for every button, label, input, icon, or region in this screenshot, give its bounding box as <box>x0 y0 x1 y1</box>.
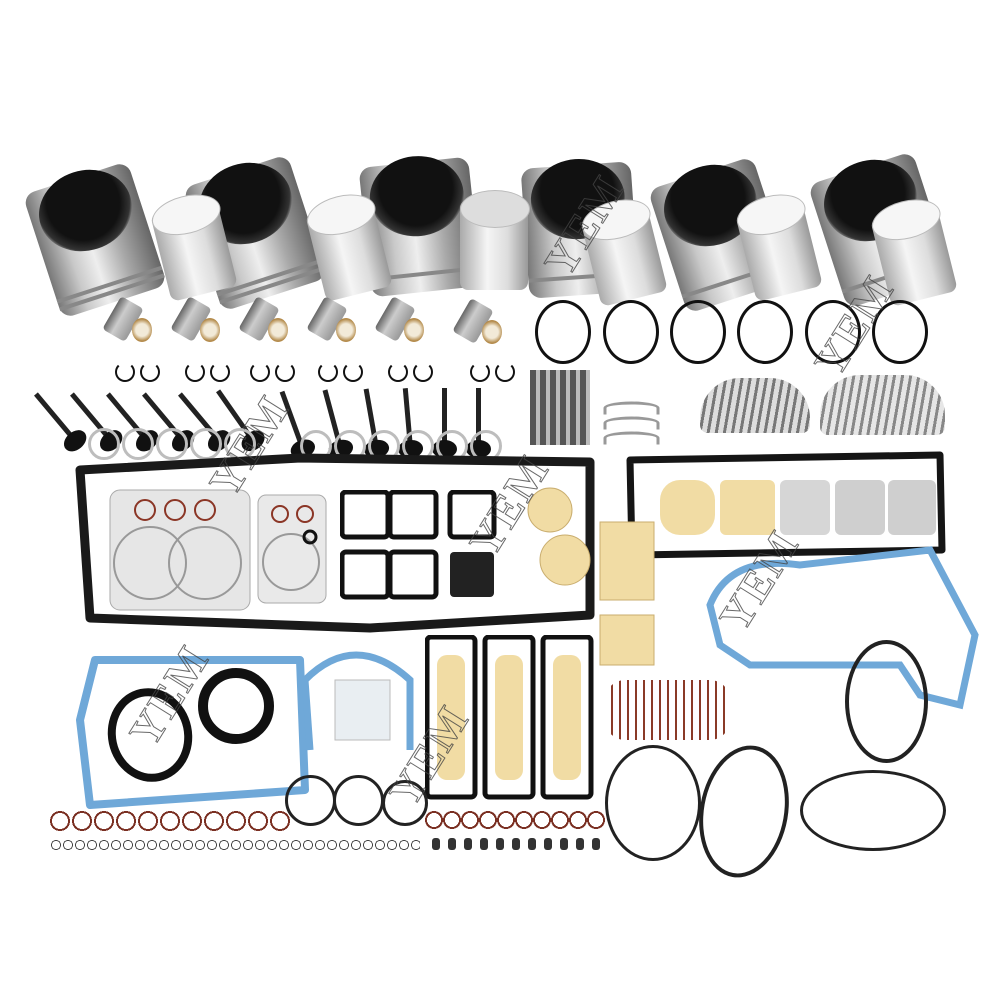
conrod-bushing <box>200 318 220 342</box>
o-rings-row <box>50 808 290 834</box>
seal <box>382 780 428 826</box>
circlip <box>185 362 205 382</box>
o-ring-bundle <box>689 738 799 885</box>
valve-seat <box>88 428 120 460</box>
circlip <box>275 362 295 382</box>
conrod-bushing <box>482 320 502 344</box>
seal <box>285 775 336 826</box>
circlip <box>343 362 363 382</box>
exhaust-manifold-gaskets <box>599 521 655 666</box>
paper-gaskets <box>527 487 591 586</box>
circlip <box>250 362 270 382</box>
circlip <box>210 362 230 382</box>
circlip <box>495 362 515 382</box>
valve-seat <box>156 428 188 460</box>
conrod-bushing <box>268 318 288 342</box>
piston-ring-set <box>805 300 861 364</box>
valve-seat <box>190 428 222 460</box>
circlip <box>140 362 160 382</box>
small-o-rings-row <box>50 838 420 852</box>
timing-cover-gasket-left <box>76 656 309 809</box>
cylinder-liner <box>22 157 168 319</box>
o-ring-bundle <box>605 745 701 861</box>
conrod-bushing <box>404 318 424 342</box>
piston-ring-set <box>737 300 793 364</box>
circlip <box>318 362 338 382</box>
oil-cooler-gaskets <box>425 635 594 800</box>
piston-ring-set <box>872 300 928 364</box>
o-ring-bundle <box>800 770 946 851</box>
circlip <box>470 362 490 382</box>
piston <box>460 190 530 290</box>
valve-seat <box>122 428 154 460</box>
conrod-bearings-set <box>700 378 810 433</box>
main-bearings-set <box>820 375 945 435</box>
o-ring-bundle <box>845 640 928 763</box>
front-cover-gasket <box>301 651 414 751</box>
oil-pan-gasket <box>75 453 595 633</box>
seal <box>333 775 384 826</box>
o-rings-row <box>425 808 605 832</box>
circlip <box>413 362 433 382</box>
manifold-gaskets <box>340 490 497 600</box>
valve <box>34 392 77 442</box>
valve-guides <box>530 370 590 445</box>
circlip <box>115 362 135 382</box>
conrod-bushing <box>336 318 356 342</box>
circlip <box>388 362 408 382</box>
crankshaft-seal-small <box>198 668 274 744</box>
piston-ring-set <box>535 300 591 364</box>
piston-ring-set <box>603 300 659 364</box>
conrod-bushing <box>132 318 152 342</box>
rocker-cover-seals <box>605 680 730 740</box>
piston-ring-set <box>670 300 726 364</box>
